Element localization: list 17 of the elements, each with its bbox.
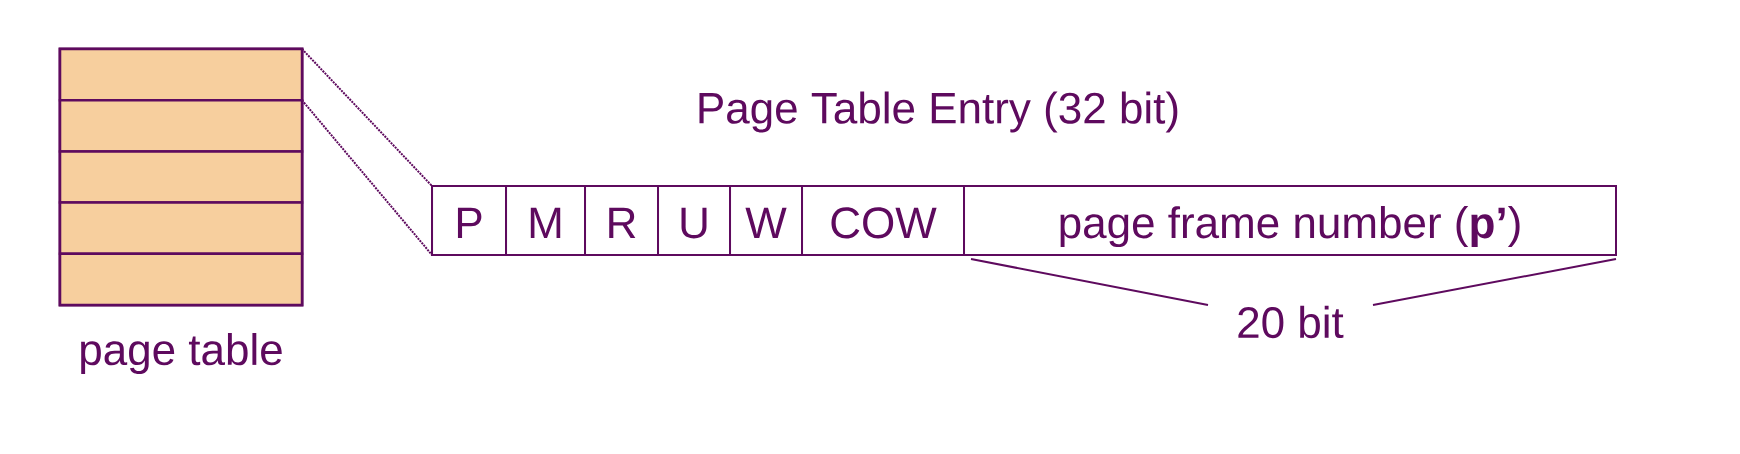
table-row <box>58 201 304 256</box>
field-cell: R <box>584 185 659 256</box>
table-row <box>58 150 304 204</box>
leader-line <box>301 48 433 187</box>
table-row <box>58 47 304 102</box>
field-cell: M <box>505 185 586 256</box>
heading: Page Table Entry (32 bit) <box>699 91 1178 133</box>
table-row <box>58 252 304 307</box>
field-cell: COW <box>801 185 965 256</box>
dimension-label: 20 bit <box>1238 305 1344 339</box>
field-cell: P <box>431 185 507 256</box>
field-cell: W <box>729 185 803 256</box>
table-row <box>58 98 304 153</box>
node-label: page table <box>81 333 282 374</box>
field-cell: page frame number (p’) <box>963 185 1617 256</box>
leader-line <box>301 99 433 256</box>
field-cell: U <box>657 185 731 256</box>
